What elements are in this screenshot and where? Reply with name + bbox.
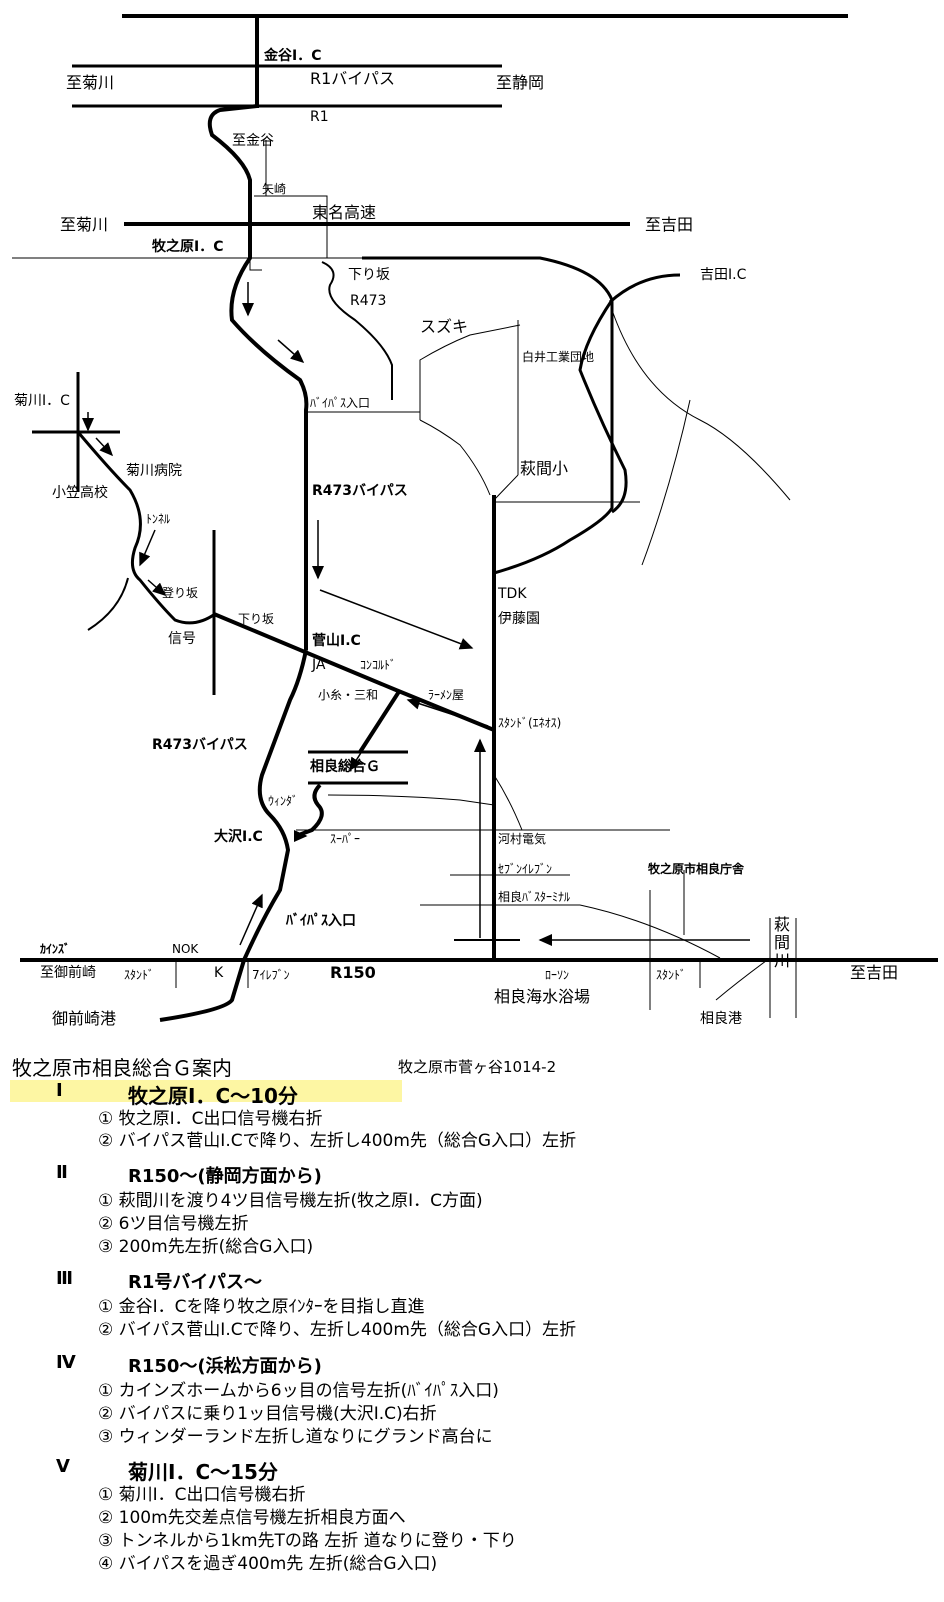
section-numeral: Ⅱ xyxy=(56,1162,68,1183)
section-heading: 牧之原I．C～10分 xyxy=(128,1084,298,1108)
makinohara-ic-label: 牧之原I．C xyxy=(152,239,224,255)
lawson-label: ﾛｰｿﾝ xyxy=(545,968,570,982)
stand-2-label: ｽﾀﾝﾄﾞ xyxy=(656,968,687,982)
r1-label: R1 xyxy=(310,109,329,125)
to-kanaya-label: 至金谷 xyxy=(232,133,274,149)
yazaki-label: 矢崎 xyxy=(262,182,287,196)
shirai-label: 白井工業団地 xyxy=(522,350,595,364)
signal-label: 信号 xyxy=(168,631,196,647)
stand-eneos-label: ｽﾀﾝﾄﾞ(ｴﾈｵｽ) xyxy=(498,716,562,730)
direction-item: ① 金谷I．Cを降り牧之原ｲﾝﾀｰを目指し直進 xyxy=(98,1297,425,1317)
sagara-beach-label: 相良海水浴場 xyxy=(494,987,591,1006)
section-heading: R150～(静岡方面から) xyxy=(128,1166,322,1187)
bypass-entrance-2-label: ﾊﾞｲﾊﾟｽ入口 xyxy=(286,913,356,929)
tomei-label: 東名高速 xyxy=(312,203,377,222)
sagara-g-label: 相良総合Ｇ xyxy=(310,759,380,775)
section-numeral: Ⅳ xyxy=(56,1352,76,1373)
hagima-river-label: 萩間川 xyxy=(774,915,791,970)
stand-1-label: ｽﾀﾝﾄﾞ xyxy=(124,968,155,982)
r473-bypass-label: R473バイパス xyxy=(312,483,408,499)
koito-label: 小糸・三和 xyxy=(318,688,379,702)
direction-item: ④ バイパスを過ぎ400m先 左折(総合G入口) xyxy=(98,1554,438,1574)
r473-label: R473 xyxy=(350,293,387,309)
section-heading: 菊川I．C～15分 xyxy=(128,1460,278,1484)
direction-item: ③ トンネルから1km先Tの路 左折 道なりに登り・下り xyxy=(98,1531,517,1551)
omaezaki-port-label: 御前崎港 xyxy=(52,1009,117,1028)
map-roads xyxy=(12,14,938,1022)
kawamura-label: 河村電気 xyxy=(498,832,547,846)
direction-item: ① 菊川I．C出口信号機右折 xyxy=(98,1485,306,1505)
super-label: ｽｰﾊﾟｰ xyxy=(330,832,361,846)
sagara-port-label: 相良港 xyxy=(700,1011,742,1027)
seven-eleven-label: ｾﾌﾞﾝｲﾚﾌﾞﾝ xyxy=(498,862,553,876)
osawa-ic-label: 大沢I.C xyxy=(214,829,263,845)
direction-item: ③ ウィンダーランド左折し道なりにグランド高台に xyxy=(98,1427,493,1447)
to-kikugawa-tomei-label: 至菊川 xyxy=(60,215,109,234)
direction-item: ③ 200m先左折(総合G入口) xyxy=(98,1237,314,1257)
winder-label: ｳｨﾝﾀﾞ xyxy=(268,794,299,808)
guide-title: 牧之原市相良総合Ｇ案内 xyxy=(12,1056,232,1080)
direction-item: ② バイパスに乗り1ッ目信号機(大沢I.C)右折 xyxy=(98,1404,437,1424)
guide-address: 牧之原市菅ヶ谷1014-2 xyxy=(398,1058,557,1076)
section-numeral: Ⅲ xyxy=(56,1268,74,1289)
section-numeral: Ⅰ xyxy=(56,1080,63,1101)
tunnel-label: ﾄﾝﾈﾙ xyxy=(146,512,171,526)
to-yoshida-label: 至吉田 xyxy=(645,215,694,234)
r473-bypass-lower-label: R473バイパス xyxy=(152,737,248,753)
itoen-label: 伊藤園 xyxy=(498,611,540,627)
section-heading: R150～(浜松方面から) xyxy=(128,1356,322,1377)
noborizaka-label: 登り坂 xyxy=(162,586,199,600)
kikugawa-ic-label: 菊川I．C xyxy=(14,393,70,409)
city-office-label: 牧之原市相良庁舎 xyxy=(648,862,745,876)
ramen-label: ﾗｰﾒﾝ屋 xyxy=(428,688,465,702)
route-map: 金谷I．C 至菊川 R1バイパス 至静岡 R1 至金谷 矢崎 至菊川 東名高速 … xyxy=(12,14,938,1028)
seven-eleven-2-label: 7ｲﾚﾌﾞﾝ xyxy=(252,968,290,982)
concordo-label: ｺﾝｺﾙﾄﾞ xyxy=(360,658,397,672)
suzuki-label: スズキ xyxy=(420,317,469,336)
bypass-entrance-label: ﾊﾞｲﾊﾟｽ入口 xyxy=(310,396,371,410)
yoshida-ic-label: 吉田I.C xyxy=(700,267,747,283)
section-heading: R1号バイパス～ xyxy=(128,1272,263,1293)
ja-label: JA xyxy=(312,657,326,673)
direction-item: ② 100m先交差点信号機左折相良方面へ xyxy=(98,1508,406,1528)
tdk-label: TDK xyxy=(498,586,527,602)
cainz-label: ｶｲﾝｽﾞ xyxy=(40,942,71,956)
r1-bypass-label: R1バイパス xyxy=(310,69,395,88)
nok-label: NOK xyxy=(172,942,199,956)
kudarizaka-2-label: 下り坂 xyxy=(238,612,275,626)
hagima-school-label: 萩間小 xyxy=(520,459,569,478)
k-label: K xyxy=(214,965,224,981)
direction-item: ① 牧之原I．C出口信号機右折 xyxy=(98,1109,323,1129)
ogasa-hs-label: 小笠高校 xyxy=(52,485,108,501)
bus-terminal-label: 相良ﾊﾞｽﾀｰﾐﾅﾙ xyxy=(498,890,571,904)
section-numeral: Ⅴ xyxy=(56,1456,70,1477)
kikugawa-hospital-label: 菊川病院 xyxy=(126,463,182,479)
direction-item: ② バイパス菅山I.Cで降り、左折し400m先（総合G入口）左折 xyxy=(98,1131,577,1151)
sugeyama-ic-label: 菅山I.C xyxy=(312,633,361,649)
highlight-bar xyxy=(10,1080,402,1102)
to-yoshida-2-label: 至吉田 xyxy=(850,963,899,982)
direction-item: ① カインズホームから6ッ目の信号左折(ﾊﾞｲﾊﾟｽ入口) xyxy=(98,1381,499,1401)
kanaya-ic-label: 金谷I．C xyxy=(264,48,322,64)
to-shizuoka-label: 至静岡 xyxy=(496,73,545,92)
direction-item: ② バイパス菅山I.Cで降り、左折し400m先（総合G入口）左折 xyxy=(98,1320,577,1340)
main-bypass-road xyxy=(207,104,309,650)
kudarizaka-label: 下り坂 xyxy=(348,267,390,283)
direction-item: ② 6ツ目信号機左折 xyxy=(98,1214,249,1234)
r150-label: R150 xyxy=(330,963,376,982)
to-kikugawa-label: 至菊川 xyxy=(66,73,115,92)
direction-item: ① 萩間川を渡り4ツ目信号機左折(牧之原I．C方面) xyxy=(98,1191,483,1211)
to-omaezaki-label: 至御前崎 xyxy=(40,965,96,981)
